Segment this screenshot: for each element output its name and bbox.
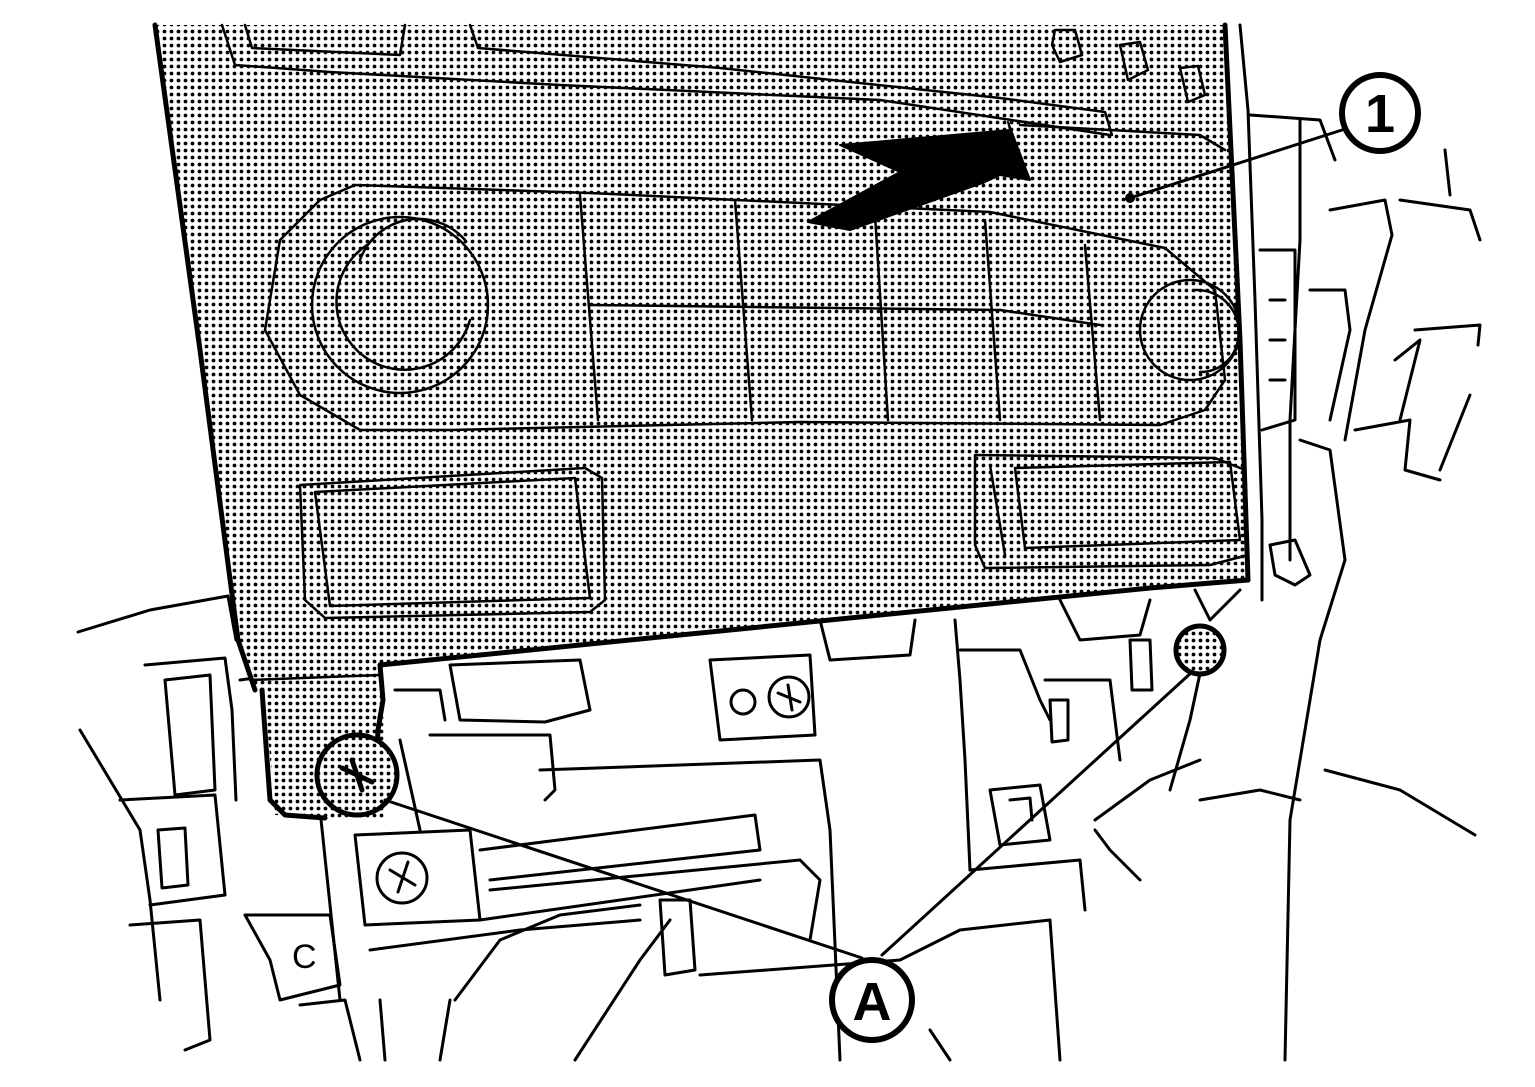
screw-left [314, 732, 400, 818]
dashboard-background: C [76, 23, 1482, 1062]
dashboard-panel [152, 22, 1251, 821]
leader-line-part-1 [1128, 128, 1344, 200]
leader-line-a-right [880, 670, 1194, 957]
screw-right [1173, 623, 1227, 677]
callout-part-1: 1 [1339, 72, 1421, 154]
callout-screws-a-label: A [853, 972, 892, 1032]
callout-screws-a: A [829, 957, 915, 1043]
removal-direction-arrow [807, 121, 1031, 231]
clip-mark-c: C [292, 938, 317, 976]
callout-part-1-label: 1 [1365, 84, 1395, 144]
leader-dot-part-1 [1125, 193, 1135, 203]
leader-line-a-left [383, 798, 864, 960]
